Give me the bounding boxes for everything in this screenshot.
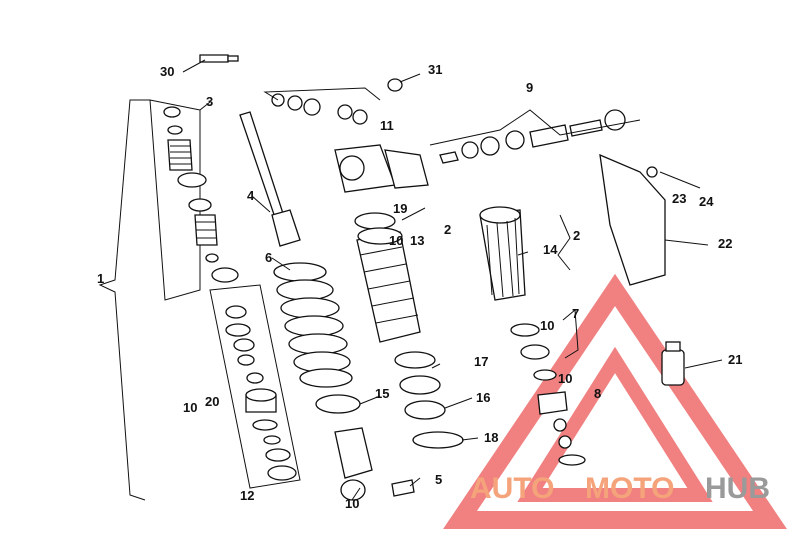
bump-stop	[479, 206, 526, 301]
oil-bottle	[661, 341, 685, 386]
callout-17: 17	[474, 354, 488, 369]
watermark-wordmark: AUTO MOTO HUB	[470, 472, 770, 505]
callout-4: 4	[247, 188, 255, 203]
callout-30: 30	[160, 64, 174, 79]
callout-6: 6	[265, 250, 272, 265]
callout-11: 11	[380, 118, 394, 133]
callout-10b: 10	[389, 233, 403, 248]
callout-3: 3	[206, 94, 213, 109]
callout-10e: 10	[345, 496, 359, 511]
piston-rod	[239, 111, 301, 247]
leader-lines	[182, 59, 723, 501]
callout-16: 16	[476, 390, 490, 405]
mud-guard	[599, 153, 666, 286]
watermark-triangle-logo	[443, 273, 787, 529]
callout-2b: 2	[573, 228, 580, 243]
callout-labels: 1 2 2 3 4 5 6 7 8 9 10 10 10 10 10 10 11…	[97, 62, 742, 511]
callout-20: 20	[205, 394, 219, 409]
main-spring	[273, 262, 353, 388]
seal-head-parts	[510, 323, 586, 466]
callout-10d: 10	[558, 371, 572, 386]
valve-stack-parts	[163, 106, 297, 481]
callout-31: 31	[428, 62, 442, 77]
watermark-auto: AUTO	[470, 472, 554, 505]
spring-seat	[315, 394, 361, 414]
callout-24: 24	[699, 194, 714, 209]
callout-8: 8	[594, 386, 601, 401]
lower-eye-mount	[334, 427, 415, 501]
group-1-bracket	[98, 99, 150, 501]
callout-12: 12	[240, 488, 254, 503]
adjuster-rings	[394, 351, 464, 449]
callout-21: 21	[728, 352, 742, 367]
callout-10c: 10	[540, 318, 554, 333]
callout-23: 23	[672, 191, 686, 206]
upper-eye-mount	[199, 54, 429, 193]
callout-1: 1	[97, 271, 104, 286]
reservoir-parts	[439, 109, 626, 164]
watermark-hub: HUB	[705, 472, 770, 505]
callout-19: 19	[393, 201, 407, 216]
callout-13: 13	[410, 233, 424, 248]
callout-7: 7	[572, 306, 579, 321]
damper-body	[354, 212, 421, 343]
callout-14: 14	[543, 242, 558, 257]
bolt-23-24	[646, 166, 658, 178]
watermark-moto: MOTO	[585, 472, 674, 505]
callout-9: 9	[526, 80, 533, 95]
group-12-bracket	[209, 284, 301, 489]
callout-22: 22	[718, 236, 732, 251]
callout-2a: 2	[444, 222, 451, 237]
callout-10a: 10	[183, 400, 197, 415]
callout-18: 18	[484, 430, 498, 445]
callout-5: 5	[435, 472, 442, 487]
callout-15: 15	[375, 386, 389, 401]
